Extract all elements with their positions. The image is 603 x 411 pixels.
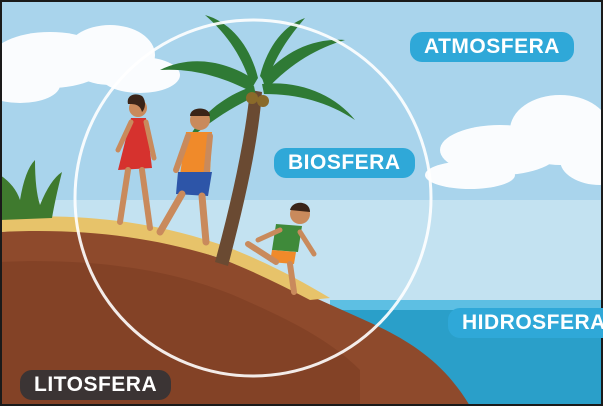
- hydrosphere-label: HIDROSFERA: [448, 308, 603, 338]
- biosphere-label: BIOSFERA: [274, 148, 415, 178]
- atmosphere-label: ATMOSFERA: [410, 32, 574, 62]
- lithosphere-label: LITOSFERA: [20, 370, 171, 400]
